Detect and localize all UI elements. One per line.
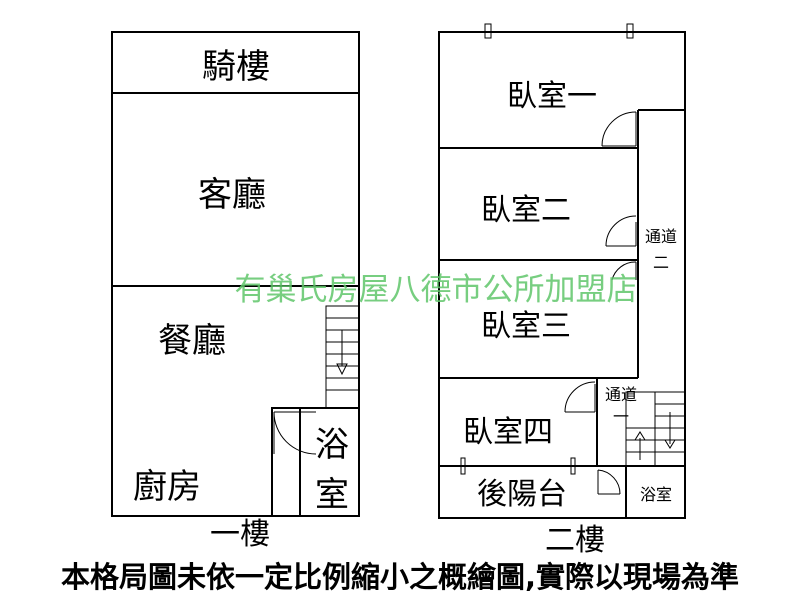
- room-label-dining: 餐廳: [158, 321, 226, 361]
- room-label-arcade: 騎樓: [202, 47, 270, 87]
- room-label-corridor1-top: 通道: [605, 385, 637, 404]
- floor1-outline: [111, 31, 360, 517]
- room-label-bath1-top: 浴: [315, 425, 349, 465]
- window-mark: [570, 457, 576, 475]
- floor2-staircase: [625, 391, 686, 467]
- room-label-corridor2-bottom: 二: [653, 253, 669, 272]
- room-label-corridor2-top: 通道: [645, 227, 677, 246]
- disclaimer-caption: 本格局圖未依一定比例縮小之概繪圖,實際以現場為準: [60, 560, 740, 594]
- room-label-bath2: 浴室: [640, 485, 672, 504]
- bedroom4-door: [564, 381, 596, 413]
- room-label-kitchen: 廚房: [133, 467, 201, 507]
- floor1-bath-door: [273, 411, 317, 455]
- room-label-bedroom4: 臥室四: [463, 415, 553, 450]
- floor2-outline: [438, 31, 686, 519]
- room-label-bath1-bottom: 室: [315, 475, 349, 515]
- window-mark: [626, 23, 634, 39]
- room-label-bedroom3: 臥室三: [481, 309, 571, 344]
- floor2-title: 二樓: [545, 523, 605, 558]
- room-label-balcony: 後陽台: [477, 477, 567, 512]
- bedroom2-door: [605, 215, 637, 247]
- floor1-title: 一樓: [210, 517, 270, 552]
- floor1-plan: [111, 31, 360, 517]
- room-label-bedroom1: 臥室一: [507, 79, 597, 114]
- watermark-text: 有巢氏房屋八德市公所加盟店: [235, 272, 638, 308]
- window-mark: [460, 457, 466, 475]
- room-label-living: 客廳: [198, 175, 266, 215]
- bedroom3-door: [611, 261, 637, 281]
- floor2-plan: [438, 23, 686, 519]
- balcony-door: [597, 469, 621, 495]
- floor1-staircase: [325, 305, 360, 409]
- room-label-corridor1-bottom: 一: [613, 407, 629, 426]
- room-label-bedroom2: 臥室二: [481, 193, 571, 228]
- bedroom1-door: [601, 111, 637, 147]
- window-mark: [484, 23, 492, 39]
